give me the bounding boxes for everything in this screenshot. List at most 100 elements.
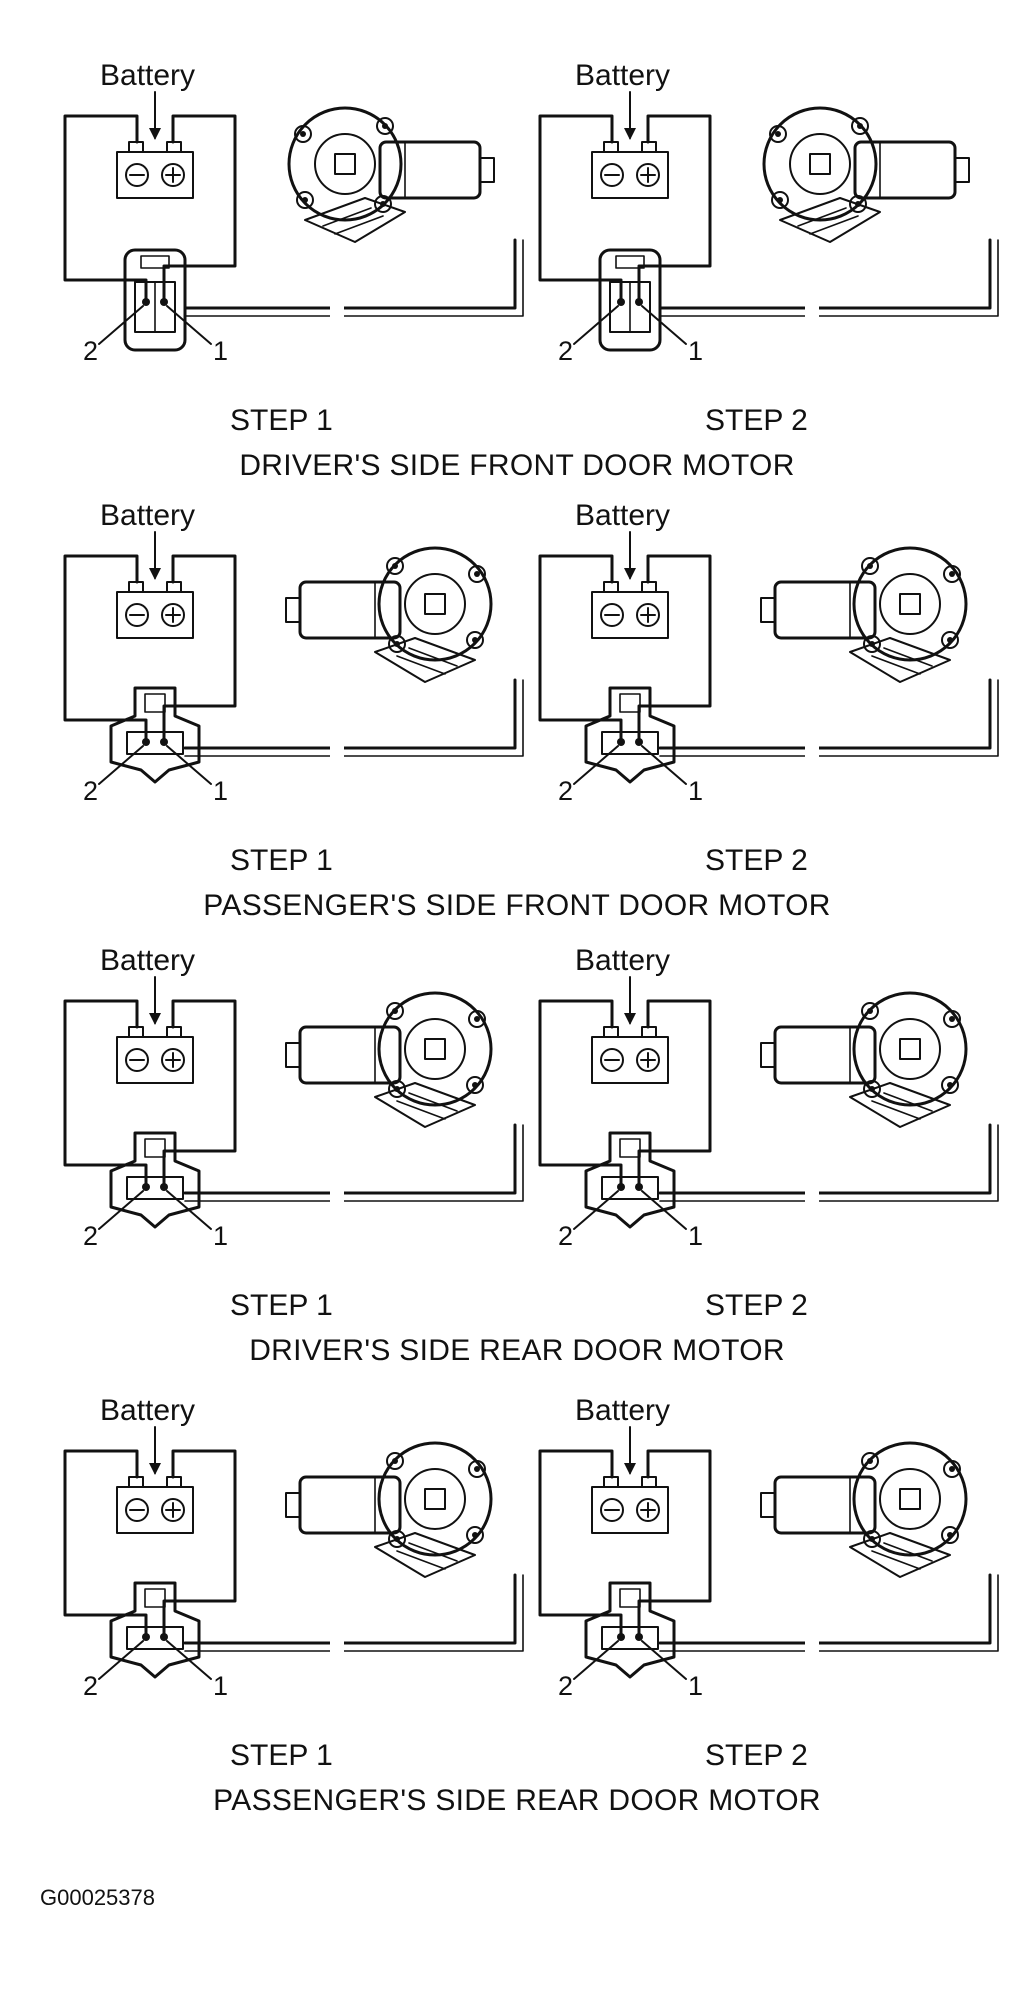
battery-terminal-positive: [166, 1026, 182, 1038]
step-label: STEP 2: [705, 1289, 808, 1322]
battery-body: [591, 151, 669, 199]
step-label: STEP 2: [705, 844, 808, 877]
pin-1-dot: [635, 1633, 643, 1641]
gearbox-housing: [852, 991, 968, 1107]
section-title: PASSENGER'S SIDE FRONT DOOR MOTOR: [203, 889, 830, 922]
battery-body: [116, 1486, 194, 1534]
window-motor-assembly: [285, 546, 493, 683]
mounting-bolt: [466, 1076, 484, 1094]
mounting-bolt: [376, 117, 394, 135]
mounting-bolt: [769, 125, 787, 143]
connector-housing: [109, 1581, 201, 1679]
connector-housing: [584, 686, 676, 784]
connector-latch: [140, 255, 170, 269]
mounting-bolt: [466, 631, 484, 649]
window-motor-assembly: [760, 546, 968, 683]
pin-1-leader: [641, 1640, 687, 1680]
gear-drum: [404, 573, 466, 635]
step-panel: [538, 546, 999, 784]
pin-2-dot: [142, 1633, 150, 1641]
mounting-bolt-center: [472, 1082, 478, 1088]
mounting-bolt: [861, 557, 879, 575]
negative-lead: [538, 999, 623, 1189]
battery-label: Battery: [575, 499, 670, 532]
diagram-panels: [63, 106, 999, 1679]
pin-2-label: 2: [558, 1671, 573, 1701]
gear-hub: [424, 1488, 446, 1510]
harness-break: [805, 740, 819, 764]
harness-wire-inner: [659, 239, 999, 317]
mounting-bolt: [386, 1452, 404, 1470]
mounting-bolt: [296, 191, 314, 209]
mounting-bolt-center: [867, 563, 873, 569]
step-panel: [63, 1441, 524, 1679]
pin-1-leader: [641, 1190, 687, 1230]
gear-hub: [899, 1488, 921, 1510]
gear-drum: [879, 1468, 941, 1530]
mounting-bolt-center: [947, 1082, 953, 1088]
motor-shaft-end: [285, 1042, 301, 1068]
mounting-bolt: [466, 1526, 484, 1544]
motor-shaft-end: [760, 1042, 776, 1068]
negative-lead: [63, 1449, 148, 1639]
mounting-bolt-center: [775, 131, 781, 137]
gearbox-housing: [762, 106, 878, 222]
pin-2-dot: [142, 1183, 150, 1191]
mounting-bracket: [304, 197, 406, 243]
battery-label: Battery: [100, 59, 195, 92]
step-panel: [538, 991, 999, 1229]
harness-break: [805, 1635, 819, 1659]
plus-icon: [161, 1498, 185, 1522]
battery-arrowhead: [149, 568, 161, 580]
mounting-bracket: [374, 637, 476, 683]
battery-arrowhead: [149, 1013, 161, 1025]
mounting-bolt: [386, 1002, 404, 1020]
gear-drum: [404, 1018, 466, 1080]
harness-wire-inner: [184, 1574, 524, 1652]
harness-break: [330, 300, 344, 324]
mounting-bolt-center: [472, 637, 478, 643]
battery-label: Battery: [575, 944, 670, 977]
motor-shaft-end: [954, 157, 970, 183]
pin-1-leader: [166, 745, 212, 785]
gearbox-housing: [377, 546, 493, 662]
connector-housing: [109, 686, 201, 784]
plus-icon: [636, 163, 660, 187]
harness-wire: [658, 238, 992, 310]
connector-housing: [109, 1131, 201, 1229]
motor-shaft-end: [285, 1492, 301, 1518]
gearbox-housing: [287, 106, 403, 222]
pin-2-leader: [573, 745, 619, 785]
step-label: STEP 2: [705, 1739, 808, 1772]
harness-wire-inner: [184, 679, 524, 757]
window-motor-assembly: [287, 106, 495, 243]
battery-terminal-negative: [128, 1476, 144, 1488]
pin-2-label: 2: [83, 776, 98, 806]
connector-latch: [615, 255, 645, 269]
mounting-bolt-center: [392, 1008, 398, 1014]
pin-1-label: 1: [213, 776, 228, 806]
mounting-bolt-center: [949, 1466, 955, 1472]
harness-wire-inner: [659, 1124, 999, 1202]
mounting-bolt: [374, 195, 392, 213]
plus-icon: [161, 603, 185, 627]
mounting-bolt-center: [474, 1016, 480, 1022]
pin-1-dot: [160, 738, 168, 746]
pin-2-label: 2: [83, 1671, 98, 1701]
gearbox-housing: [377, 1441, 493, 1557]
bracket-ribs: [871, 1092, 933, 1120]
battery-terminal-negative: [128, 1026, 144, 1038]
battery-body: [591, 1486, 669, 1534]
motor-shaft-end: [760, 1492, 776, 1518]
mounting-bolt: [863, 1080, 881, 1098]
pin-2-leader: [98, 745, 144, 785]
positive-lead: [162, 114, 237, 304]
mounting-bolt: [468, 565, 486, 583]
mounting-bolt-center: [777, 197, 783, 203]
mounting-bolt-center: [947, 637, 953, 643]
mounting-bolt-center: [474, 1466, 480, 1472]
mounting-bolt-center: [949, 1016, 955, 1022]
pin-2-dot: [617, 1633, 625, 1641]
harness-wire: [183, 238, 517, 310]
bracket-ribs: [396, 1092, 458, 1120]
